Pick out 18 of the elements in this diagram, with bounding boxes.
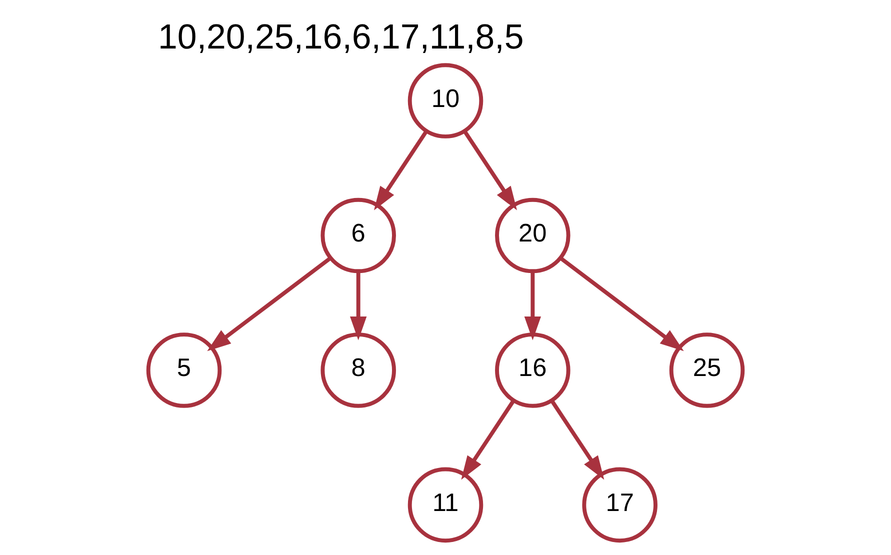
node-circle: 10 <box>408 63 484 138</box>
arrow <box>461 400 515 480</box>
node-circle: 25 <box>669 332 745 408</box>
node-circle: 11 <box>408 467 484 543</box>
arrow <box>350 272 367 340</box>
arrow <box>463 130 517 210</box>
arrow <box>559 256 684 352</box>
node-circle: 8 <box>320 332 396 408</box>
node-circle: 20 <box>495 198 570 274</box>
node-circle: 16 <box>495 332 570 408</box>
diagram-title: 10,20,25,16,6,17,11,8,5 <box>158 18 524 57</box>
node-circle: 5 <box>146 332 222 408</box>
arrow <box>374 130 428 210</box>
node-circle: 17 <box>582 467 658 543</box>
node-circle: 6 <box>320 198 396 274</box>
arrow <box>550 400 604 480</box>
arrow <box>207 256 332 352</box>
arrow <box>524 272 541 340</box>
